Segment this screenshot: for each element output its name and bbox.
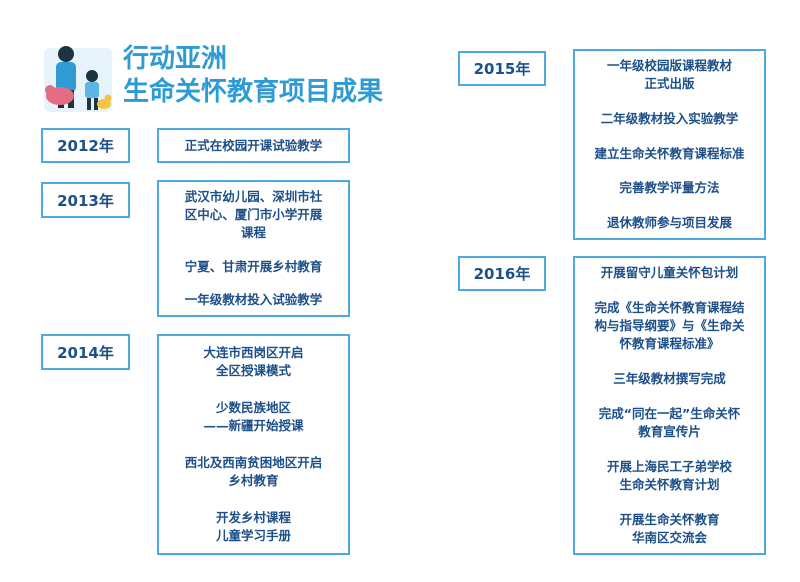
milestone-panel-2013: 武汉市幼儿园、深圳市社 区中心、厦门市小学开展 课程 宁夏、甘肃开展乡村教育 一… (157, 180, 350, 317)
year-box-2012: 2012年 (41, 128, 130, 163)
milestone-item: 三年级教材撰写完成 (613, 371, 726, 386)
milestone-item: 二年级教材投入实验教学 (600, 110, 739, 126)
year-box-2015: 2015年 (458, 51, 546, 86)
milestone-panel-2016: 开展留守儿童关怀包计划 完成《生命关怀教育课程结 构与指导纲要》与《生命关 怀教… (573, 256, 766, 555)
milestone-item: 开展留守儿童关怀包计划 (600, 265, 739, 280)
milestone-item: 完善教学评量方法 (619, 180, 720, 196)
milestone-item: 完成《生命关怀教育课程结 构与指导纲要》与《生命关 怀教育课程标准》 (594, 300, 745, 351)
milestone-item: 西北及西南贫困地区开启 乡村教育 (184, 455, 323, 488)
milestone-item: 一年级校园版课程教材 正式出版 (606, 58, 732, 91)
logo (44, 40, 114, 112)
milestone-item: 完成“同在一起”生命关怀 教育宣传片 (598, 406, 741, 439)
year-label: 2016年 (473, 265, 531, 283)
title-line-2: 生命关怀教育项目成果 (123, 77, 384, 107)
milestone-panel-2014: 大连市西岗区开启 全区授课模式 少数民族地区 ——新疆开始授课 西北及西南贫困地… (157, 334, 350, 555)
milestone-item: 宁夏、甘肃开展乡村教育 (184, 258, 323, 274)
milestone-item: 一年级教材投入试验教学 (184, 292, 323, 307)
milestone-item: 退休教师参与项目发展 (606, 215, 732, 230)
year-label: 2013年 (57, 191, 114, 210)
milestone-item: 开发乡村课程 儿童学习手册 (215, 510, 291, 543)
milestone-item: 建立生命关怀教育课程标准 (594, 145, 745, 161)
milestone-item: 大连市西岗区开启 全区授课模式 (203, 345, 304, 378)
milestone-panel-2015: 一年级校园版课程教材 正式出版 二年级教材投入实验教学 建立生命关怀教育课程标准… (573, 49, 766, 240)
milestone-item: 正式在校园开课试验教学 (184, 137, 323, 153)
milestone-panel-2012: 正式在校园开课试验教学 (157, 128, 350, 163)
milestone-item: 武汉市幼儿园、深圳市社 区中心、厦门市小学开展 课程 (184, 189, 323, 240)
year-label: 2015年 (473, 60, 531, 78)
year-label: 2014年 (57, 343, 114, 362)
year-box-2014: 2014年 (41, 334, 130, 370)
year-label: 2012年 (57, 137, 114, 155)
year-box-2013: 2013年 (41, 182, 130, 218)
milestone-item: 开展上海民工子弟学校 生命关怀教育计划 (606, 459, 732, 492)
milestone-item: 开展生命关怀教育 华南区交流会 (619, 512, 720, 545)
title-line-1: 行动亚洲 (123, 44, 228, 74)
children-family-icon (44, 46, 112, 112)
year-box-2016: 2016年 (458, 256, 546, 291)
milestone-item: 少数民族地区 ——新疆开始授课 (203, 400, 304, 433)
page-title: 行动亚洲 生命关怀教育项目成果 (123, 43, 383, 109)
